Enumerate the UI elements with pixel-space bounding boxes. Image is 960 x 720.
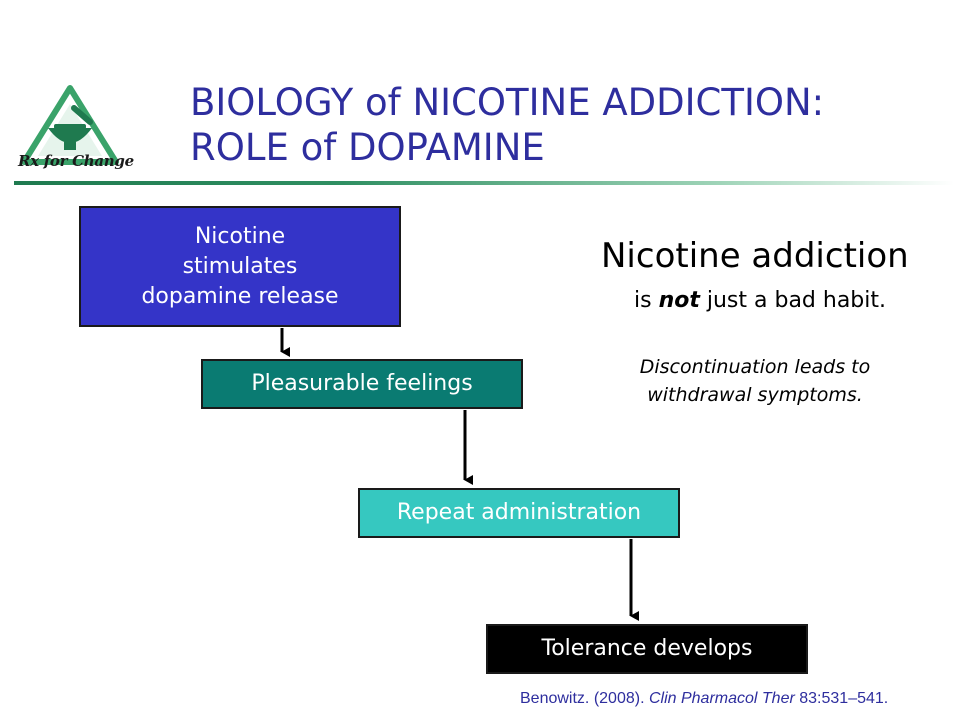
step-1-line-1: Nicotine (194, 223, 286, 249)
note-line-1: Discontinuation leads to (639, 356, 871, 378)
rx-for-change-logo: Rx for Change (12, 82, 134, 182)
logo-text: Rx for Change (18, 152, 134, 170)
step-4-label: Tolerance develops (541, 636, 753, 661)
flow-step-nicotine-stimulates: Nicotine stimulates dopamine release (79, 206, 401, 327)
citation-authors: Benowitz. (2008). (520, 690, 645, 707)
citation-journal: Clin Pharmacol Ther (648, 690, 795, 707)
flow-step-repeat-administration: Repeat administration (358, 488, 680, 538)
flow-step-pleasurable-feelings: Pleasurable feelings (201, 359, 523, 409)
withdrawal-note: Discontinuation leads to withdrawal symp… (590, 353, 920, 409)
flow-step-tolerance-develops: Tolerance develops (486, 624, 808, 674)
title-line-2: ROLE of DOPAMINE (190, 126, 545, 169)
slide-title: BIOLOGY of NICOTINE ADDICTION: ROLE of D… (190, 80, 930, 170)
sub-claim-suffix: just a bad habit. (699, 288, 887, 313)
title-divider (14, 181, 954, 185)
citation-details: 83:531–541. (799, 690, 889, 707)
sub-claim-emphasis: not (658, 288, 700, 313)
sub-claim: is not just a bad habit. (634, 288, 886, 313)
title-line-1: BIOLOGY of NICOTINE ADDICTION: (190, 81, 825, 124)
note-line-2: withdrawal symptoms. (647, 384, 863, 406)
main-claim: Nicotine addiction (601, 236, 909, 276)
step-1-line-2: stimulates (182, 253, 298, 279)
sub-claim-prefix: is (634, 288, 659, 313)
step-2-label: Pleasurable feelings (251, 371, 473, 396)
mortar-and-pestle-icon (21, 85, 119, 165)
citation: Benowitz. (2008). Clin Pharmacol Ther 83… (520, 690, 888, 708)
step-1-line-3: dopamine release (141, 283, 339, 309)
step-3-label: Repeat administration (396, 500, 642, 525)
